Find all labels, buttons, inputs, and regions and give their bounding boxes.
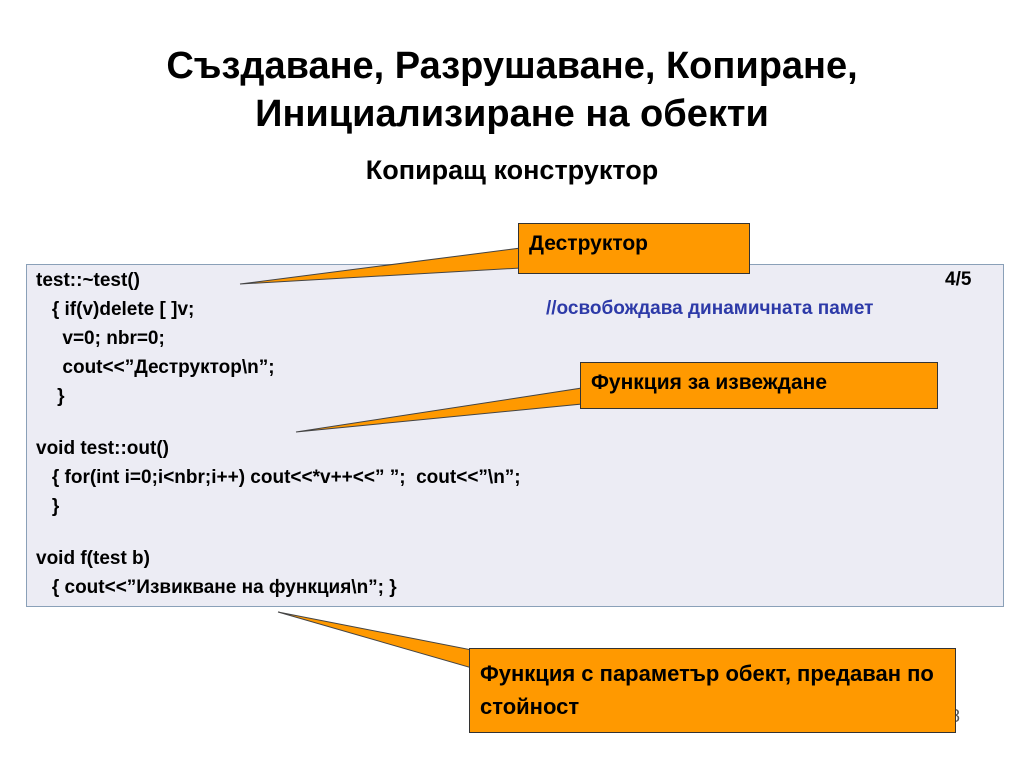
code-line-12: { cout<<”Извикване на функция\n”; } [36,577,397,598]
code-line-1: test::~test() [36,270,140,291]
slide-subtitle: Копиращ конструктор [365,155,659,185]
title-line-1: Създаване, Разрушаване, Копиране, [166,45,858,87]
code-page-indicator: 4/5 [945,269,972,290]
code-line-9: } [36,496,60,517]
callout-parameter-function: Функция с параметър обект, предаван по с… [469,648,956,733]
title-line-2: Инициализиране на обекти [255,93,769,135]
code-line-8: { for(int i=0;i<nbr;i++) cout<<*v++<<” ”… [36,467,521,488]
connector-out [295,387,583,433]
callout-output-function: Функция за извеждане [580,362,938,409]
code-block [26,264,1004,607]
code-line-2: { if(v)delete [ ]v; [36,299,195,320]
code-comment: //освобождава динамичната памет [546,298,874,319]
code-line-7: void test::out() [36,438,169,459]
slide-title: Създаване, Разрушаване, Копиране, Инициа… [0,42,1024,138]
code-line-3: v=0; nbr=0; [36,328,165,349]
code-line-5: } [36,386,65,407]
callout-destructor: Деструктор [518,223,750,274]
connector-param [277,611,473,669]
connector-destructor [239,247,522,285]
code-line-11: void f(test b) [36,548,150,569]
code-line-4: cout<<”Деструктор\n”; [36,357,275,378]
